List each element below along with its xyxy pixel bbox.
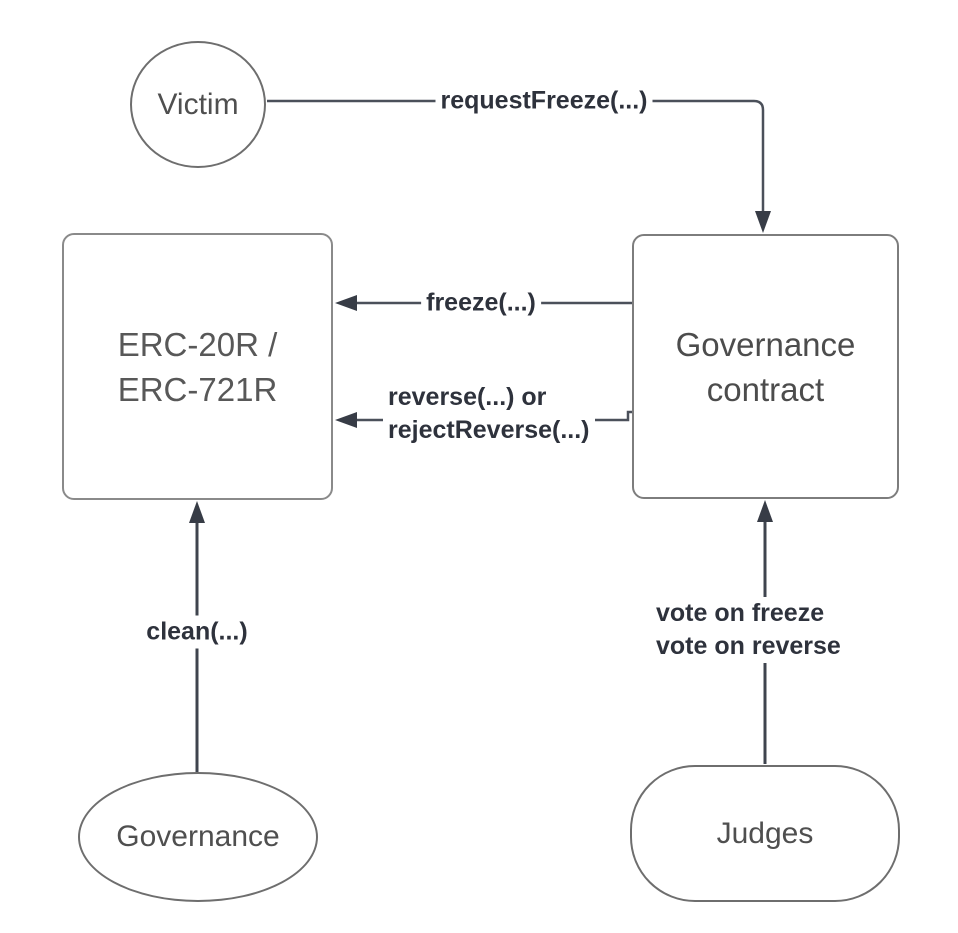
victim-label: Victim (157, 87, 239, 121)
reverse-arrowhead (335, 412, 357, 428)
judges-label: Judges (716, 816, 814, 850)
governance-contract-label-line2: contract (706, 370, 825, 408)
freeze-arrowhead (335, 295, 357, 311)
node-erc-token: ERC-20R / ERC-721R (62, 233, 333, 500)
vote-edge-label-line2: vote on reverse (656, 632, 841, 660)
clean-arrowhead (189, 501, 205, 523)
vote-arrowhead (757, 500, 773, 522)
governance-contract-label-line1: Governance (675, 325, 856, 363)
governance-label: Governance (116, 820, 280, 853)
erc-label-line2: ERC-721R (117, 370, 278, 408)
clean-edge-label: clean(...) (141, 615, 253, 649)
request-freeze-arrow-line (267, 99, 765, 213)
governance-contract-label: Governance contract (676, 322, 856, 412)
request-freeze-edge-label: requestFreeze(...) (435, 84, 653, 118)
freeze-edge-label: freeze(...) (421, 286, 541, 320)
request-freeze-arrowhead (755, 211, 771, 233)
vote-edge-label: vote on freeze vote on reverse (651, 597, 846, 663)
reverse-edge-label-line2: rejectReverse(...) (388, 416, 590, 444)
erc-label-line1: ERC-20R / (117, 325, 278, 363)
reverse-edge-label-line1: reverse(...) or (388, 383, 547, 411)
node-victim: Victim (130, 41, 266, 168)
node-judges: Judges (630, 765, 900, 902)
reverse-edge-label: reverse(...) or rejectReverse(...) (383, 381, 595, 447)
vote-edge-label-line1: vote on freeze (656, 599, 825, 627)
node-governance-contract: Governance contract (632, 234, 899, 499)
erc-label: ERC-20R / ERC-721R (118, 322, 278, 412)
node-governance: Governance (78, 772, 318, 902)
